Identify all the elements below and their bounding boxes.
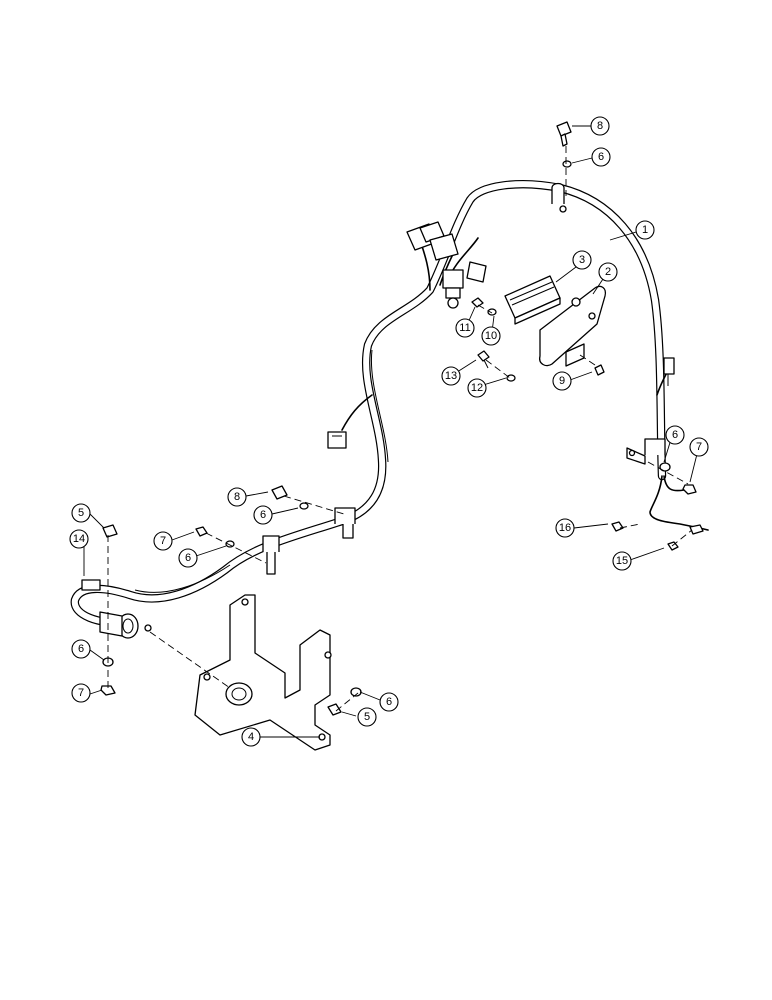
callout-6-mid: 6 xyxy=(253,505,273,525)
callout-label: 1 xyxy=(642,224,648,236)
callout-2: 2 xyxy=(598,262,618,282)
callout-1: 1 xyxy=(635,220,655,240)
callout-label: 11 xyxy=(459,322,470,334)
callout-8-mid: 8 xyxy=(227,487,247,507)
callout-label: 7 xyxy=(160,535,166,547)
callout-14: 14 xyxy=(69,529,89,549)
callout-6-lower-right: 6 xyxy=(379,692,399,712)
callout-label: 2 xyxy=(605,266,611,278)
callout-7-left: 7 xyxy=(71,683,91,703)
callout-label: 6 xyxy=(260,509,266,521)
callout-label: 7 xyxy=(696,441,702,453)
callout-label: 6 xyxy=(386,696,392,708)
callout-16: 16 xyxy=(555,518,575,538)
callout-pointers xyxy=(83,125,699,738)
callout-7-mid: 7 xyxy=(153,531,173,551)
callout-12: 12 xyxy=(467,378,487,398)
callout-label: 6 xyxy=(672,429,678,441)
callout-label: 5 xyxy=(364,711,370,723)
callout-5-lower-right: 5 xyxy=(357,707,377,727)
callout-label: 8 xyxy=(597,120,603,132)
control-module xyxy=(504,275,561,325)
callout-13: 13 xyxy=(441,366,461,386)
callout-label: 6 xyxy=(78,643,84,655)
callout-label: 6 xyxy=(185,552,191,564)
callout-label: 8 xyxy=(234,491,240,503)
lower-bracket xyxy=(194,594,332,751)
callout-label: 3 xyxy=(579,254,585,266)
callout-label: 7 xyxy=(78,687,84,699)
callout-4: 4 xyxy=(241,727,261,747)
callout-label: 14 xyxy=(73,533,85,545)
callout-label: 5 xyxy=(78,507,84,519)
callout-3: 3 xyxy=(572,250,592,270)
callout-9: 9 xyxy=(552,371,572,391)
callout-11: 11 xyxy=(455,318,475,338)
callout-5-left: 5 xyxy=(71,503,91,523)
callout-6-left: 6 xyxy=(71,639,91,659)
callout-6-right: 6 xyxy=(665,425,685,445)
callout-label: 13 xyxy=(445,370,457,382)
hardware xyxy=(100,121,704,716)
callout-label: 12 xyxy=(471,382,483,394)
callout-6-mid-lower: 6 xyxy=(178,548,198,568)
callout-10: 10 xyxy=(481,326,501,346)
callout-label: 4 xyxy=(248,731,254,743)
callout-label: 9 xyxy=(559,375,565,387)
connector-cluster xyxy=(406,221,487,309)
wire-harness xyxy=(70,180,709,627)
callout-8-top: 8 xyxy=(590,116,610,136)
harness-clamps xyxy=(262,182,666,575)
round-connector xyxy=(81,579,152,639)
callout-7-right: 7 xyxy=(689,437,709,457)
callout-15: 15 xyxy=(612,551,632,571)
mounting-plate xyxy=(539,285,607,367)
callout-label: 15 xyxy=(616,555,628,567)
callout-label: 16 xyxy=(559,522,571,534)
callout-6-top: 6 xyxy=(591,147,611,167)
callout-label: 10 xyxy=(485,330,497,342)
leader-lines xyxy=(107,146,693,712)
callout-bubbles: 8 6 1 3 2 11 10 13 12 9 6 7 16 15 8 6 7 … xyxy=(69,116,709,747)
callout-label: 6 xyxy=(598,151,604,163)
